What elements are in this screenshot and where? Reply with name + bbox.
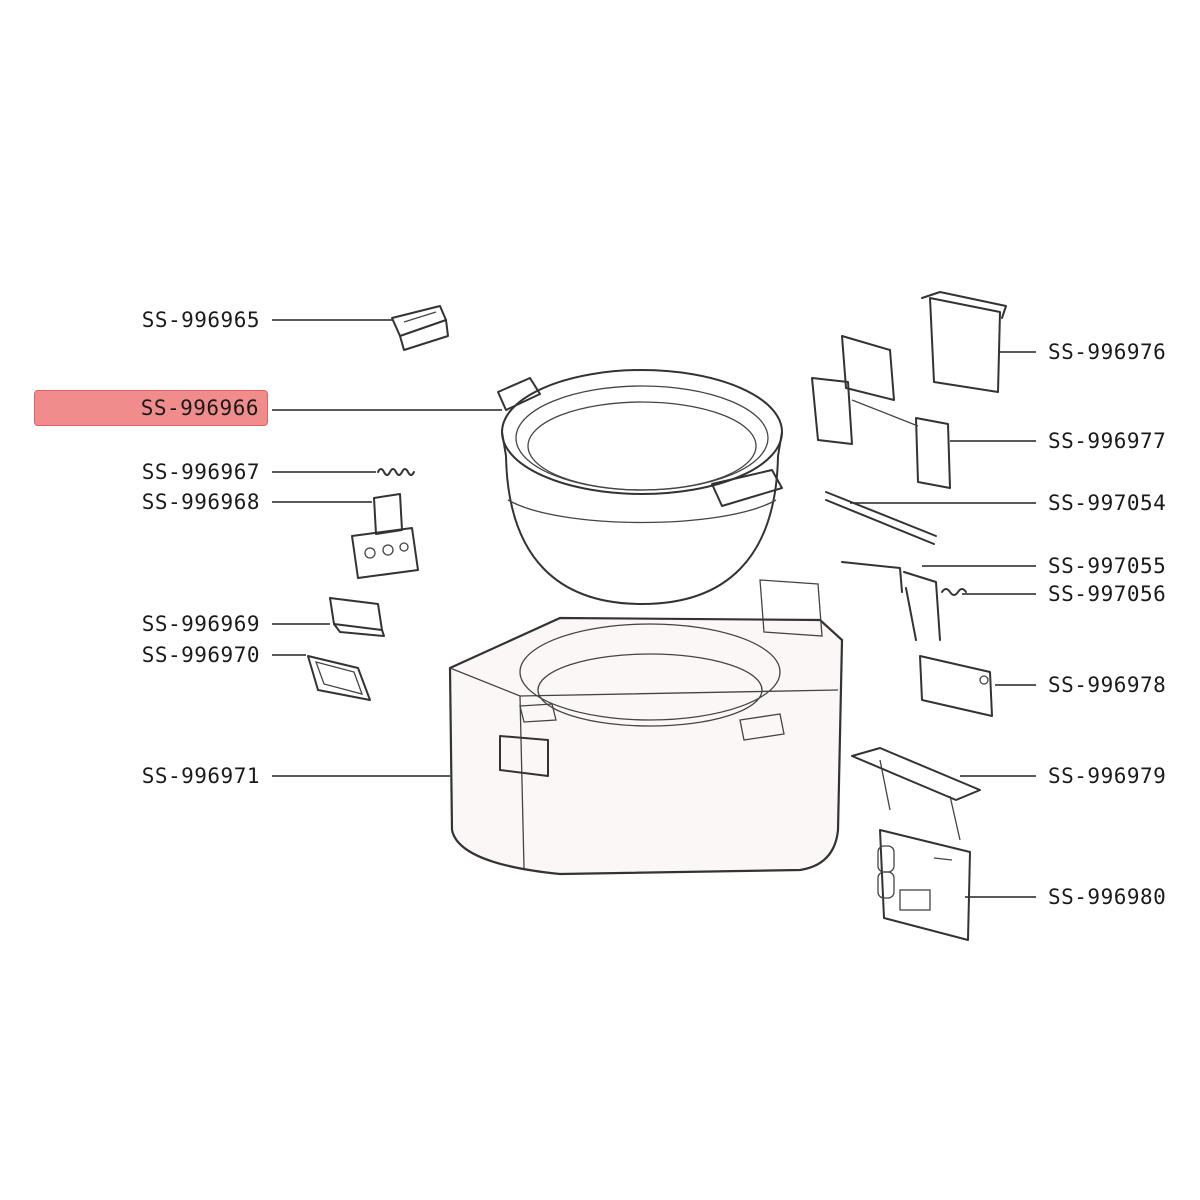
part-997054-rod-art: [825, 491, 937, 545]
part-996978-plate-art: [919, 655, 993, 717]
label-ss-996977[interactable]: SS-996977: [1048, 429, 1167, 453]
part-996976-cover-art: [921, 291, 1007, 393]
part-996968-switch-art: [351, 493, 419, 579]
label-ss-997054[interactable]: SS-997054: [1048, 491, 1167, 515]
label-ss-997055[interactable]: SS-997055: [1048, 554, 1167, 578]
part-996977-bracket-art: [811, 335, 951, 489]
label-ss-996966-text: SS-996966: [140, 396, 259, 420]
label-ss-996965[interactable]: SS-996965: [141, 308, 260, 332]
part-996965-clip-art: [391, 305, 449, 351]
part-996979-lever-art: [851, 747, 981, 841]
label-ss-996967[interactable]: SS-996967: [141, 460, 260, 484]
label-ss-996970[interactable]: SS-996970: [141, 643, 260, 667]
label-ss-996976[interactable]: SS-996976: [1048, 340, 1167, 364]
part-996970-gasket-art: [307, 655, 371, 701]
label-ss-996979[interactable]: SS-996979: [1048, 764, 1167, 788]
part-996966-inner-bowl-art: [497, 369, 783, 605]
part-996971-housing-art: [448, 579, 844, 876]
label-ss-996969[interactable]: SS-996969: [141, 612, 260, 636]
label-ss-996968[interactable]: SS-996968: [141, 490, 260, 514]
part-996980-board-art: [877, 829, 971, 941]
part-996967-spring-art: [377, 468, 415, 476]
label-ss-996966-highlighted[interactable]: SS-996966: [34, 390, 268, 426]
part-997055-997056-art: [841, 561, 967, 641]
label-ss-997056[interactable]: SS-997056: [1048, 582, 1167, 606]
part-996969-button-art: [329, 597, 385, 637]
label-ss-996971[interactable]: SS-996971: [141, 764, 260, 788]
leader-lines: [272, 319, 1036, 898]
label-ss-996978[interactable]: SS-996978: [1048, 673, 1167, 697]
label-ss-996980[interactable]: SS-996980: [1048, 885, 1167, 909]
